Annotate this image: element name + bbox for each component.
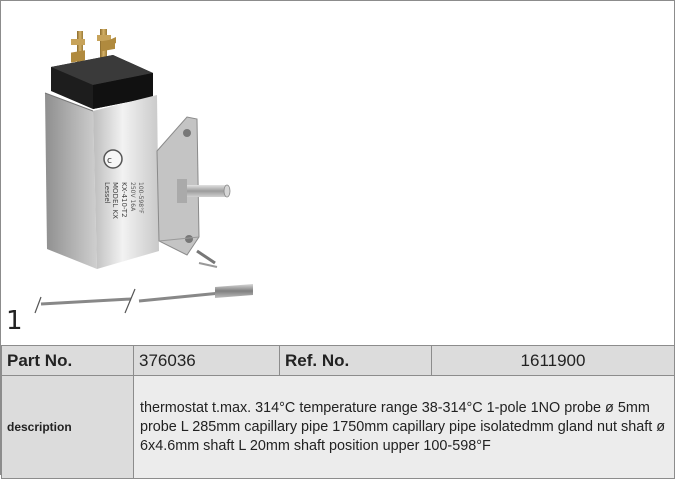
description-label: description xyxy=(1,375,134,479)
spec-table: Part No. 376036 Ref. No. 1611900 descrip… xyxy=(1,345,675,479)
housing-label-line-2: KX-410-T2 xyxy=(120,182,128,218)
svg-text:c: c xyxy=(107,156,112,166)
product-image: c MODEL KX KX-410-T2 Lessel 250V 16A 100… xyxy=(1,1,674,345)
part-no-label: Part No. xyxy=(1,345,134,376)
housing-label-line-5: 100-598°F xyxy=(137,182,144,214)
ref-no-label: Ref. No. xyxy=(279,345,432,376)
housing-label-line-3: Lessel xyxy=(103,182,111,204)
description-text: thermostat t.max. 314°C temperature rang… xyxy=(133,375,675,479)
capillary-probe xyxy=(34,284,253,314)
housing-label-line-4: 250V 16A xyxy=(129,182,136,212)
control-shaft xyxy=(177,179,231,268)
description-row: description thermostat t.max. 314°C temp… xyxy=(1,375,675,479)
thermostat-housing: c MODEL KX KX-410-T2 Lessel 250V 16A 100… xyxy=(44,92,159,269)
terminal-block xyxy=(51,38,153,109)
part-number-row: Part No. 376036 Ref. No. 1611900 xyxy=(1,345,675,376)
thermostat-illustration: c MODEL KX KX-410-T2 Lessel 250V 16A 100… xyxy=(34,29,253,314)
ref-no-value: 1611900 xyxy=(431,345,675,376)
housing-label-line-1: MODEL KX xyxy=(111,182,119,219)
callout-number: 1 xyxy=(6,306,23,336)
part-no-value: 376036 xyxy=(133,345,280,376)
